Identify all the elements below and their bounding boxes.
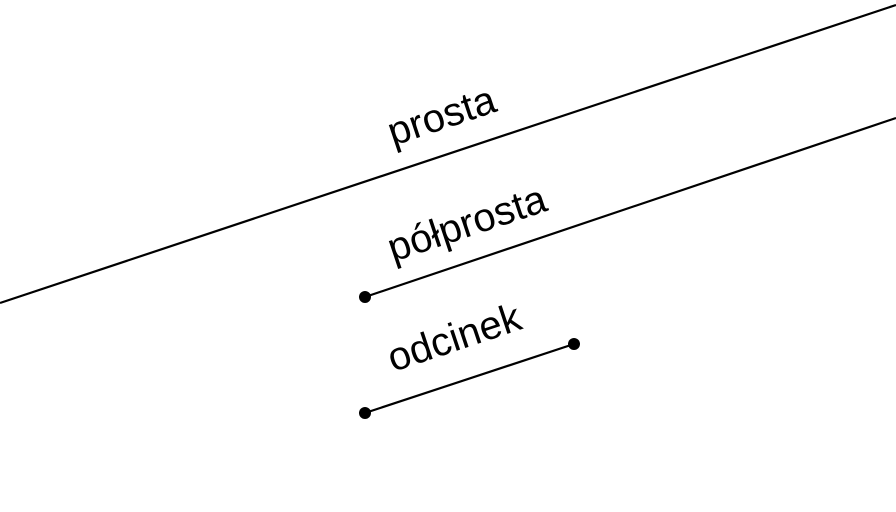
ray-start-point [359,291,371,303]
segment-start-point [359,407,371,419]
ray-polprosta [364,116,896,299]
label-odcinek: odcinek [382,295,528,381]
label-polprosta: półprosta [382,177,553,271]
segment-odcinek [364,342,575,415]
segment-end-point [568,338,580,350]
line-prosta [0,3,896,305]
